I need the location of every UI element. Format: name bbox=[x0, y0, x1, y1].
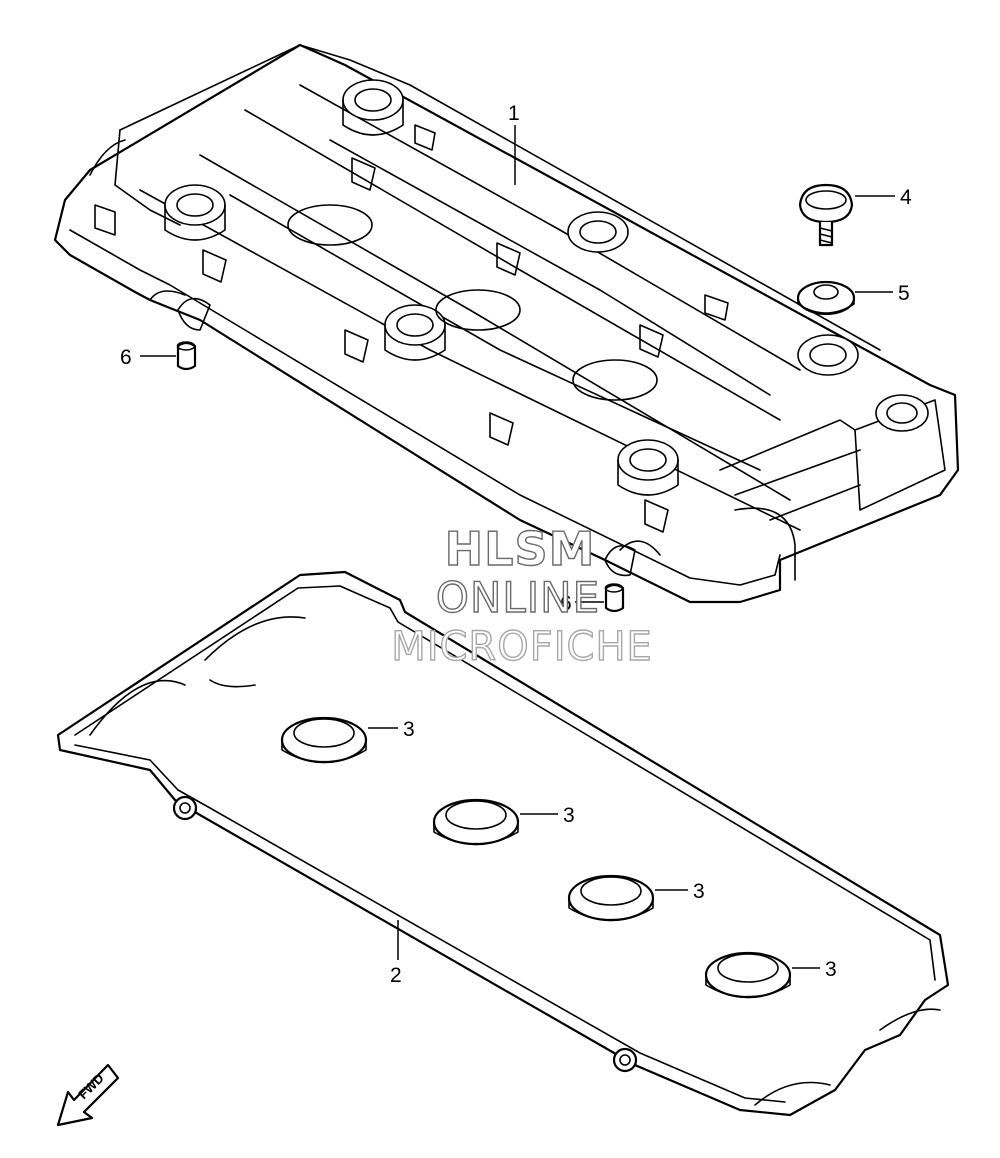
bolt bbox=[798, 183, 854, 247]
cylinder-head-cover bbox=[53, 43, 960, 604]
plug-hole-seal bbox=[432, 798, 520, 846]
callout-3c: 3 bbox=[693, 880, 705, 903]
callout-5: 5 bbox=[898, 282, 910, 305]
callouts: 1 2 3 3 3 3 4 5 6 6 bbox=[120, 102, 912, 987]
watermark: HLSM ONLINE MICROFICHE bbox=[390, 521, 653, 670]
callout-3b: 3 bbox=[563, 804, 575, 827]
plug-hole-seals bbox=[280, 716, 792, 999]
grommet bbox=[796, 280, 856, 316]
fwd-direction-marker: FWD bbox=[56, 1063, 120, 1127]
leader-lines bbox=[140, 125, 895, 969]
callout-6b: 6 bbox=[560, 592, 572, 615]
watermark-line3: MICROFICHE bbox=[391, 624, 653, 670]
callout-6a: 6 bbox=[120, 346, 132, 369]
callout-3d: 3 bbox=[825, 958, 837, 981]
watermark-line2: ONLINE bbox=[436, 573, 600, 622]
plug-hole-seal bbox=[704, 951, 792, 999]
callout-1: 1 bbox=[508, 102, 520, 125]
callout-2: 2 bbox=[390, 964, 402, 987]
plug-hole-seal bbox=[567, 874, 655, 922]
dowel-pin bbox=[176, 341, 197, 371]
plug-hole-seal bbox=[280, 716, 368, 764]
watermark-line1: HLSM bbox=[445, 522, 596, 576]
arrow-down-left-icon bbox=[56, 1063, 120, 1127]
callout-3a: 3 bbox=[403, 718, 415, 741]
callout-4: 4 bbox=[900, 186, 912, 209]
dowel-pin bbox=[604, 583, 625, 613]
